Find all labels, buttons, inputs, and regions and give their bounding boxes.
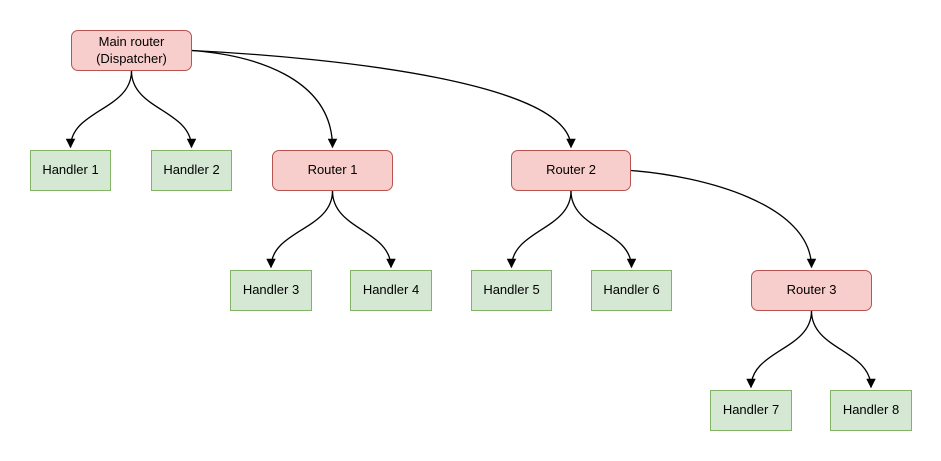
node-router-3: Router 3 <box>751 270 872 311</box>
node-handler-5-label: Handler 5 <box>483 282 540 298</box>
node-handler-2: Handler 2 <box>151 150 232 191</box>
node-handler-7: Handler 7 <box>710 390 792 431</box>
edge-router-3-to-handler-8 <box>810 310 876 389</box>
node-main-router-label-line2: (Dispatcher) <box>96 50 167 66</box>
node-handler-2-label: Handler 2 <box>163 162 220 178</box>
node-router-2: Router 2 <box>511 150 631 191</box>
node-handler-6-label: Handler 6 <box>603 282 660 298</box>
node-handler-1-label: Handler 1 <box>42 162 99 178</box>
node-handler-5: Handler 5 <box>471 270 552 311</box>
node-router-1-label: Router 1 <box>307 162 358 178</box>
edge-router-3-to-handler-7 <box>746 310 813 389</box>
edge-router-1-to-handler-4 <box>331 190 396 269</box>
edge-main-router-to-router-2 <box>191 49 576 149</box>
edge-main-router-to-handler-2 <box>130 70 197 149</box>
edge-router-1-to-handler-3 <box>266 190 334 269</box>
node-handler-4: Handler 4 <box>350 270 432 311</box>
node-handler-8: Handler 8 <box>830 390 912 431</box>
edge-main-router-to-router-1 <box>191 49 338 149</box>
node-handler-8-label: Handler 8 <box>842 402 900 418</box>
node-handler-4-label: Handler 4 <box>362 282 420 298</box>
node-handler-6: Handler 6 <box>591 270 672 311</box>
node-handler-7-label: Handler 7 <box>722 402 780 418</box>
node-router-2-label: Router 2 <box>546 162 596 178</box>
edge-main-router-to-handler-1 <box>65 70 133 149</box>
node-router-1: Router 1 <box>272 150 393 191</box>
edge-router-2-to-router-3 <box>630 169 817 269</box>
edge-router-2-to-handler-6 <box>570 190 637 269</box>
node-handler-3: Handler 3 <box>230 270 312 311</box>
node-router-3-label: Router 3 <box>786 282 837 298</box>
node-main-router-label-line1: Main router <box>98 34 165 50</box>
node-main-router-label: Main router (Dispatcher) <box>96 34 167 67</box>
node-handler-3-label: Handler 3 <box>242 282 300 298</box>
edge-router-2-to-handler-5 <box>506 190 572 269</box>
node-main-router: Main router (Dispatcher) <box>71 30 192 71</box>
node-handler-1: Handler 1 <box>30 150 111 191</box>
